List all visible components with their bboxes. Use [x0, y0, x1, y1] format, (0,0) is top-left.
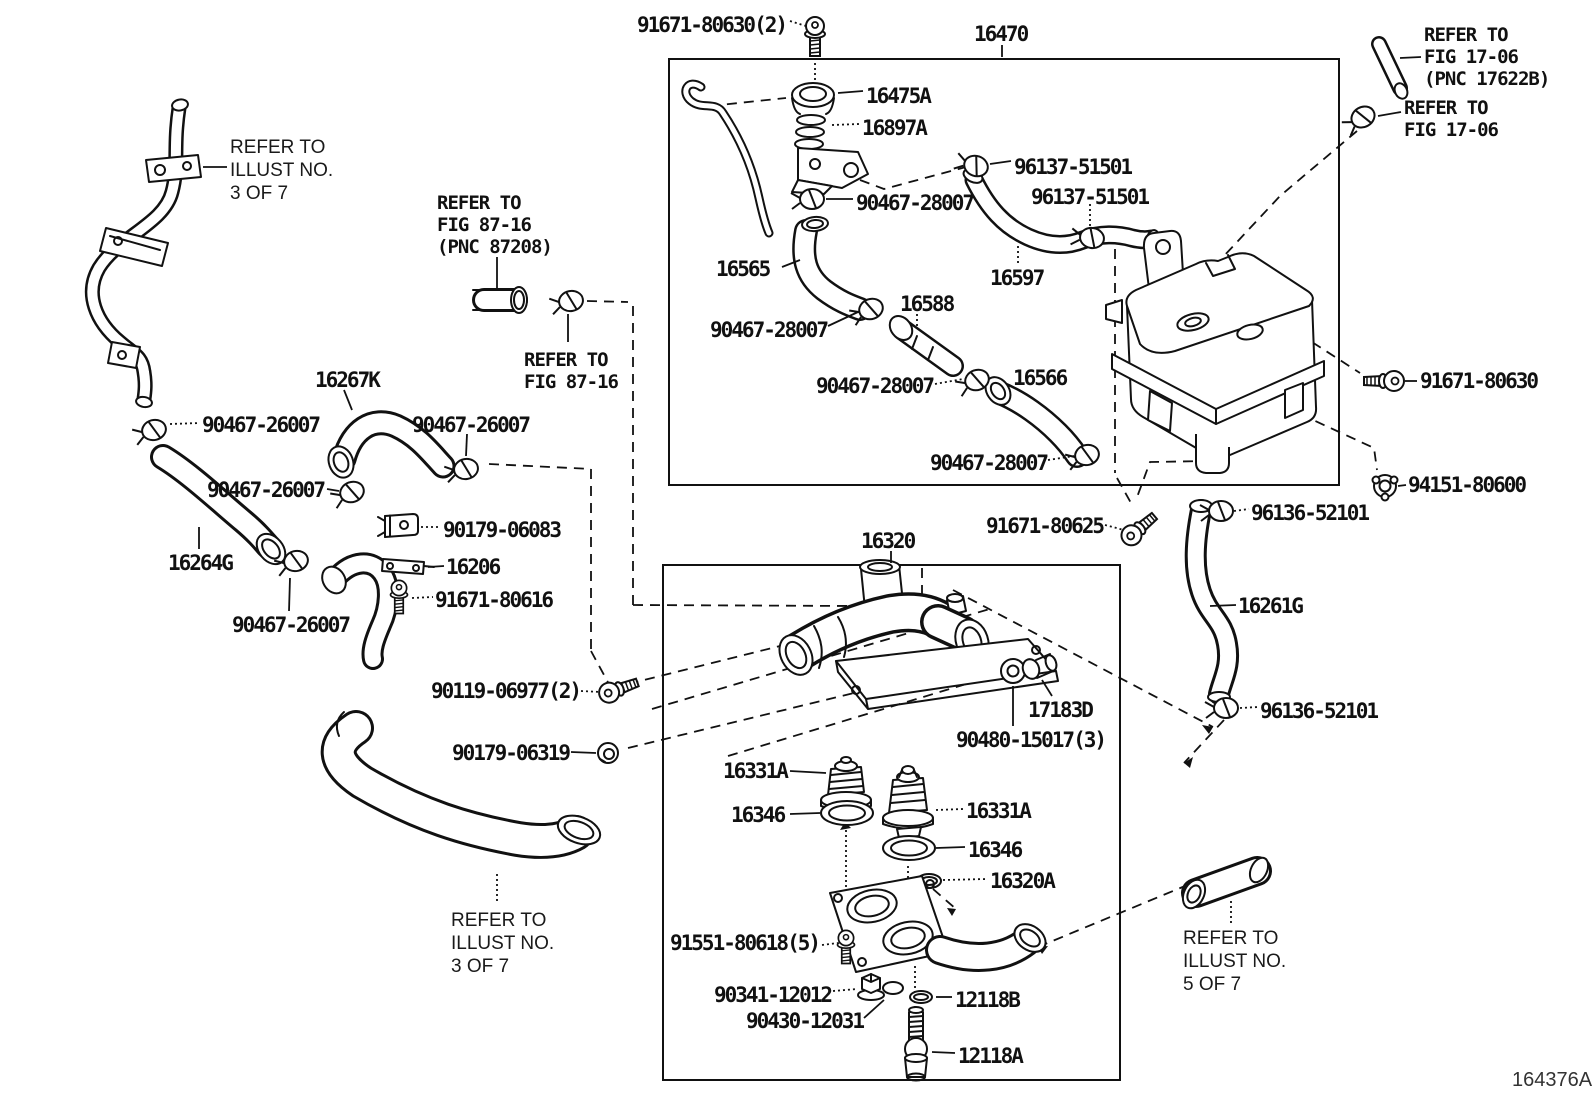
label-90467-26007-d: 90467-26007: [232, 613, 351, 637]
label-90480-15017x3: 90480-15017(3): [956, 728, 1107, 752]
gasket-16346-left: [820, 800, 874, 826]
grommet-17183D: [1000, 653, 1058, 684]
hose-16261G: [1184, 499, 1239, 705]
label-16346-a: 16346: [731, 803, 786, 827]
label-90179-06083: 90179-06083: [443, 518, 562, 542]
label-16267K: 16267K: [315, 368, 381, 392]
bolt-91671-80630-icon: [1363, 370, 1405, 392]
label-90467-28007-b: 90467-28007: [710, 318, 829, 342]
label-94151-80600: 94151-80600: [1408, 473, 1527, 497]
label-16320A: 16320A: [990, 869, 1056, 893]
label-16331A-b: 16331A: [966, 799, 1032, 823]
clip-90179-06083-icon: [377, 513, 419, 538]
label-96136-52101-a: 96136-52101: [1251, 501, 1370, 525]
label-90467-26007-b: 90467-26007: [412, 413, 531, 437]
label-17183D: 17183D: [1028, 698, 1094, 722]
label-90467-28007-a: 90467-28007: [856, 191, 975, 215]
label-91671-80616: 91671-80616: [435, 588, 554, 612]
assembly-box-16470: [668, 58, 1340, 486]
refer-tube-87-16: [472, 286, 528, 314]
nut-90179-06319-icon: [597, 742, 619, 764]
thermostat-16331A-right: [882, 765, 934, 846]
label-91671-80630: 91671-80630: [1420, 369, 1539, 393]
pipe-16588: [888, 315, 964, 377]
refer-hose-stub-5of7: [1181, 856, 1272, 910]
drain-valve-12118A-icon: [904, 1006, 928, 1082]
label-16566: 16566: [1013, 366, 1068, 390]
label-91671-80630x2: 91671-80630(2): [637, 13, 788, 37]
label-16320: 16320: [861, 529, 916, 553]
label-90119-06977x2: 90119-06977(2): [431, 679, 582, 703]
label-90467-28007-d: 90467-28007: [930, 451, 1049, 475]
label-96137-51501-a: 96137-51501: [1014, 155, 1133, 179]
label-16588: 16588: [900, 292, 955, 316]
label-16264G: 16264G: [168, 551, 234, 575]
leader-lines: [169, 20, 1422, 1054]
bolt-91671-80630x2-icon: [804, 16, 826, 57]
filler-neck-16475A-16897A: [791, 82, 869, 195]
label-16206: 16206: [446, 555, 501, 579]
bolt-90119-06977-icon: [595, 672, 642, 707]
hose-16267K: [327, 410, 456, 479]
label-16597: 16597: [990, 266, 1045, 290]
gasket-16346-right: [882, 835, 936, 861]
bypass-pipe-16206: [321, 552, 435, 670]
label-16565: 16565: [716, 257, 771, 281]
thin-overflow-hose: [681, 79, 774, 238]
label-90430-12031: 90430-12031: [746, 1009, 865, 1033]
hose-16264G: [150, 444, 287, 566]
refer-tube-17-06: [1371, 36, 1409, 100]
label-16470: 16470: [974, 22, 1029, 46]
nut-94151-80600-icon: [1371, 474, 1399, 502]
label-90341-12012: 90341-12012: [714, 983, 833, 1007]
label-90467-26007-a: 90467-26007: [202, 413, 321, 437]
label-91671-80625: 91671-80625: [986, 514, 1105, 538]
plug-90341-12012-icon: [857, 973, 885, 1001]
label-16331A-a: 16331A: [723, 759, 789, 783]
label-16346-b: 16346: [968, 838, 1023, 862]
label-91551-80618x5: 91551-80618(5): [670, 931, 821, 955]
sheet-code: 164376A: [1512, 1069, 1592, 1091]
label-16475A: 16475A: [866, 84, 932, 108]
label-12118A: 12118A: [958, 1044, 1024, 1068]
oring-12118B-icon: [909, 990, 933, 1004]
water-inlet-casting: [829, 875, 1047, 995]
label-90179-06319: 90179-06319: [452, 741, 571, 765]
heater-pipe-assembly: [84, 98, 202, 409]
label-96137-51501-b: 96137-51501: [1031, 185, 1150, 209]
label-16897A: 16897A: [862, 116, 928, 140]
label-90467-28007-c: 90467-28007: [816, 374, 935, 398]
hose-16565: [792, 215, 872, 321]
label-90467-26007-c: 90467-26007: [207, 478, 326, 502]
label-12118B: 12118B: [955, 988, 1021, 1012]
reservoir-tank: [1105, 229, 1325, 474]
water-outlet-housing: [778, 559, 1059, 710]
hose-16566: [984, 376, 1089, 468]
label-16261G: 16261G: [1238, 594, 1304, 618]
lower-radiator-hose: [320, 710, 602, 859]
bolt-91671-80625-icon: [1116, 507, 1162, 551]
label-96136-52101-b: 96136-52101: [1260, 699, 1379, 723]
